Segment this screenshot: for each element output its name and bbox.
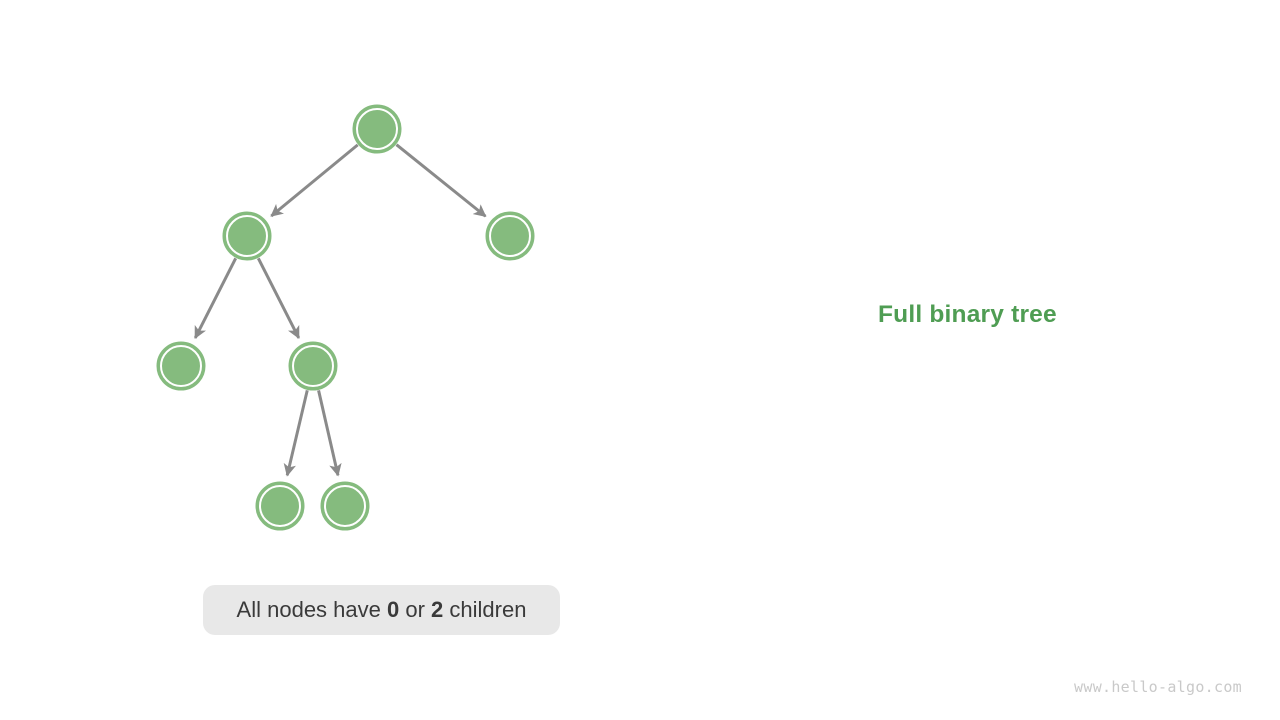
tree-node <box>156 341 206 391</box>
caption-text: or <box>399 597 432 622</box>
tree-edge <box>270 143 359 218</box>
caption-pill: All nodes have 0 or 2 children <box>203 585 560 635</box>
diagram-title: Full binary tree <box>878 301 1057 328</box>
tree-edge <box>193 257 238 340</box>
caption-bold-two: 2 <box>431 597 444 622</box>
watermark: www.hello-algo.com <box>1074 678 1242 696</box>
caption-text: children <box>443 597 527 622</box>
tree-edge <box>283 389 309 477</box>
tree-node <box>222 211 272 261</box>
tree-node <box>352 104 402 154</box>
tree-edge <box>317 390 342 477</box>
tree-edge <box>256 257 301 340</box>
caption-text: All nodes have <box>236 597 387 622</box>
tree-node <box>255 481 305 531</box>
caption-bold-zero: 0 <box>386 597 400 622</box>
tree-node <box>320 481 370 531</box>
tree-edge <box>395 143 487 218</box>
tree-node <box>288 341 338 391</box>
tree-node <box>485 211 535 261</box>
